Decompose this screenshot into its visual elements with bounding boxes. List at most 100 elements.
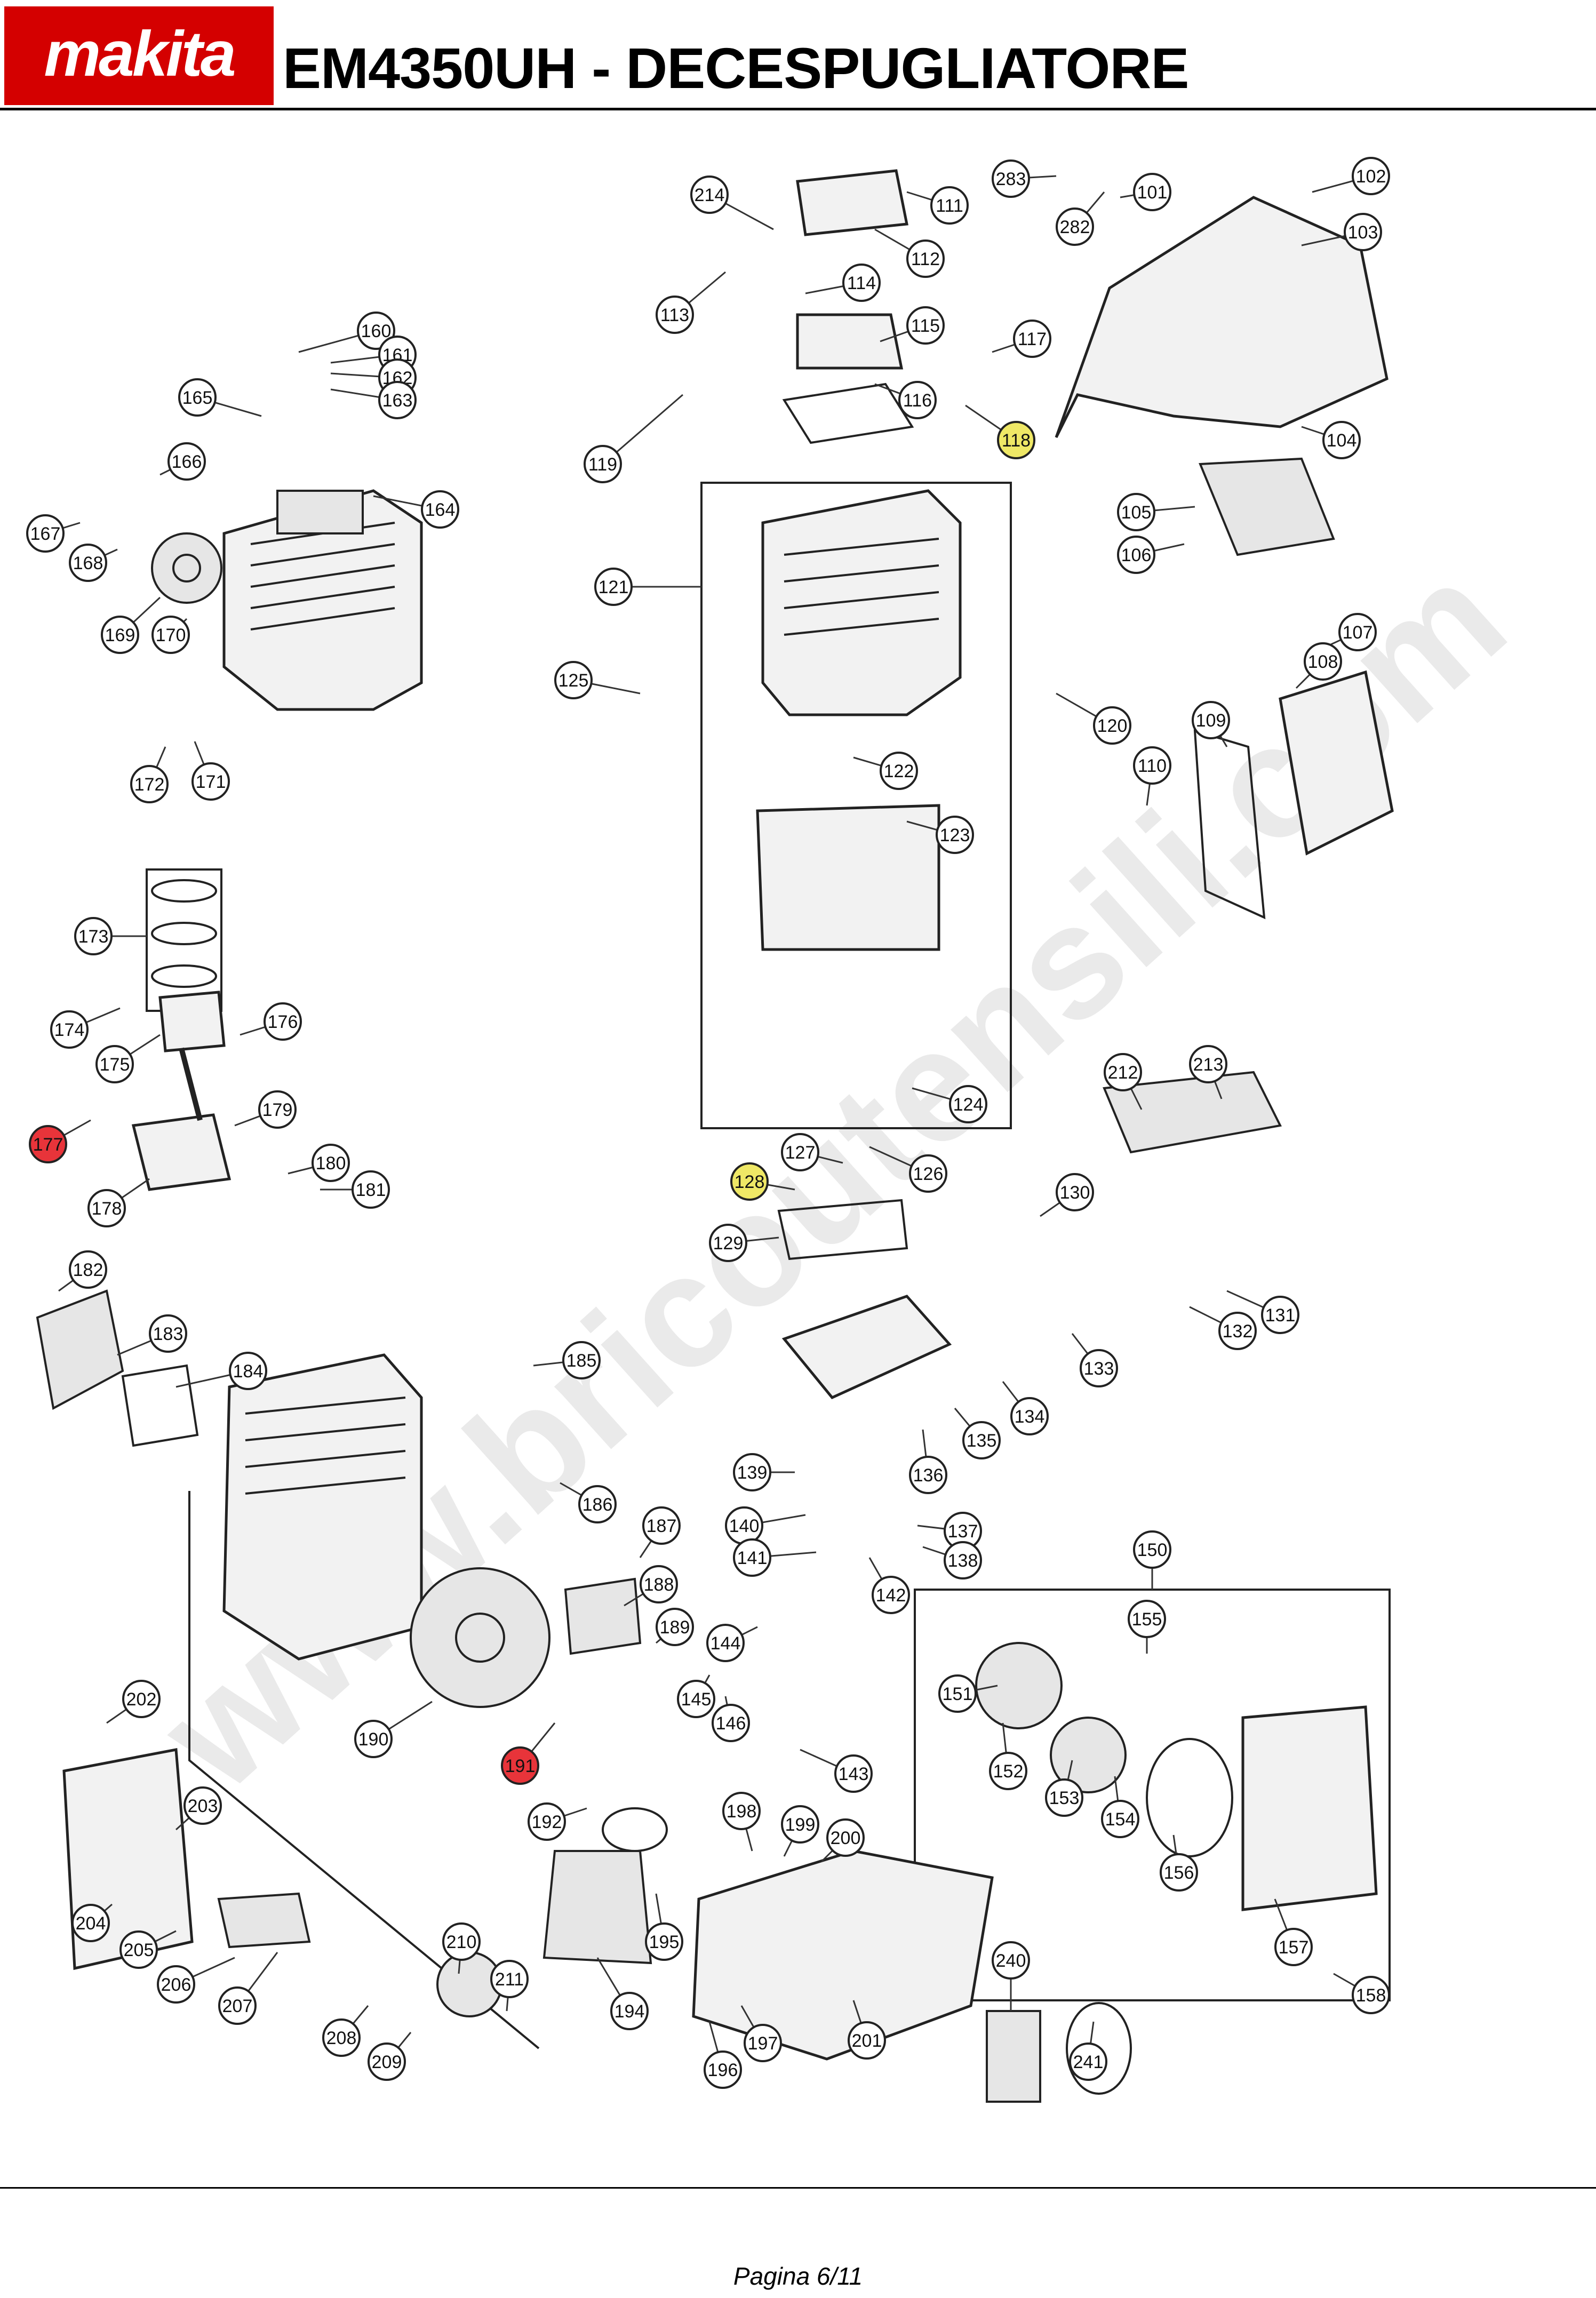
part-number-150: 150 (1137, 1540, 1168, 1560)
part-callout-199: 199 (781, 1805, 819, 1844)
flywheel (410, 1567, 550, 1708)
part-callout-208: 208 (322, 2018, 361, 2057)
exploded-parts-diagram: www.bricoutensili.com (26, 157, 1538, 2103)
part-number-185: 185 (566, 1351, 597, 1371)
header-rule (0, 108, 1596, 110)
part-number-156: 156 (1164, 1863, 1194, 1883)
part-callout-192: 192 (528, 1802, 566, 1841)
part-number-211: 211 (495, 1969, 524, 1990)
piston (158, 991, 226, 1052)
part-callout-198: 198 (722, 1792, 761, 1830)
part-callout-189: 189 (656, 1608, 694, 1646)
part-number-119: 119 (588, 454, 617, 475)
part-number-123: 123 (940, 825, 970, 845)
part-number-167: 167 (30, 524, 61, 544)
part-callout-146: 146 (712, 1704, 750, 1742)
part-number-143: 143 (839, 1764, 869, 1784)
part-number-199: 199 (785, 1815, 816, 1835)
part-callout-131: 131 (1261, 1296, 1299, 1334)
part-callout-197: 197 (744, 2024, 782, 2062)
part-number-188: 188 (644, 1575, 674, 1595)
part-callout-150: 150 (1133, 1530, 1171, 1569)
part-callout-170: 170 (151, 616, 190, 654)
part-callout-114: 114 (842, 264, 881, 302)
part-number-183: 183 (153, 1324, 183, 1344)
part-callout-153: 153 (1045, 1778, 1083, 1817)
part-number-158: 158 (1356, 1985, 1386, 2006)
page-title: EM4350UH - DECESPUGLIATORE (283, 36, 1189, 100)
part-callout-183: 183 (149, 1314, 187, 1353)
part-number-169: 169 (105, 625, 135, 645)
part-number-129: 129 (713, 1233, 744, 1254)
part-callout-166: 166 (167, 442, 206, 481)
part-callout-185: 185 (562, 1341, 601, 1379)
part-callout-205: 205 (119, 1930, 158, 1969)
part-number-157: 157 (1279, 1937, 1309, 1958)
part-callout-107: 107 (1338, 613, 1377, 651)
part-number-208: 208 (326, 2028, 357, 2048)
part-callout-138: 138 (944, 1541, 982, 1579)
part-number-153: 153 (1049, 1788, 1080, 1808)
part-callout-202: 202 (122, 1680, 161, 1718)
part-number-173: 173 (78, 927, 109, 947)
part-callout-195: 195 (645, 1922, 683, 1961)
part-callout-119: 119 (584, 445, 622, 483)
part-number-160: 160 (361, 321, 392, 341)
part-number-191: 191 (505, 1756, 536, 1776)
part-number-124: 124 (953, 1095, 984, 1115)
part-callout-115: 115 (906, 306, 945, 345)
part-callout-190: 190 (354, 1720, 393, 1758)
part-callout-210: 210 (442, 1922, 481, 1961)
part-callout-127: 127 (781, 1133, 819, 1171)
part-number-206: 206 (161, 1975, 191, 1995)
part-number-170: 170 (156, 625, 186, 645)
part-number-210: 210 (446, 1932, 477, 1952)
part-callout-207: 207 (218, 1986, 257, 2025)
part-callout-191: 191 (501, 1746, 539, 1785)
part-callout-241: 241 (1069, 2042, 1107, 2081)
part-callouts: 1011021031041051061071081091101111121131… (26, 157, 1390, 2089)
part-number-181: 181 (356, 1180, 386, 1200)
part-number-139: 139 (737, 1463, 768, 1483)
part-number-214: 214 (695, 185, 725, 205)
muffler (1279, 670, 1394, 856)
part-callout-139: 139 (733, 1453, 771, 1491)
part-callout-164: 164 (421, 490, 459, 529)
part-callout-204: 204 (71, 1904, 110, 1942)
part-number-110: 110 (1138, 756, 1167, 776)
part-number-200: 200 (831, 1828, 861, 1848)
part-callout-174: 174 (50, 1010, 89, 1049)
part-number-103: 103 (1348, 222, 1378, 243)
part-number-145: 145 (681, 1689, 712, 1710)
part-callout-158: 158 (1352, 1976, 1390, 2014)
part-number-184: 184 (233, 1361, 264, 1382)
part-callout-101: 101 (1133, 173, 1171, 211)
part-number-114: 114 (847, 273, 876, 293)
part-number-205: 205 (124, 1940, 154, 1960)
part-number-190: 190 (358, 1729, 389, 1750)
part-number-115: 115 (911, 316, 940, 336)
carburetor-cover (781, 1295, 952, 1400)
part-number-154: 154 (1105, 1809, 1136, 1830)
part-number-116: 116 (903, 390, 932, 411)
starter-pulley (975, 1642, 1063, 1729)
part-number-142: 142 (876, 1585, 906, 1606)
part-number-113: 113 (660, 305, 689, 325)
part-number-136: 136 (913, 1465, 944, 1486)
part-number-177: 177 (33, 1135, 63, 1155)
page-header: makita EM4350UH - DECESPUGLIATORE (0, 0, 1596, 115)
part-callout-175: 175 (95, 1045, 134, 1083)
part-number-112: 112 (911, 249, 940, 269)
part-number-118: 118 (1002, 430, 1031, 451)
part-number-125: 125 (558, 671, 589, 691)
part-callout-135: 135 (962, 1421, 1001, 1459)
part-callout-126: 126 (909, 1154, 947, 1193)
part-callout-121: 121 (594, 568, 633, 606)
part-number-144: 144 (711, 1633, 741, 1654)
part-callout-181: 181 (352, 1170, 390, 1209)
part-number-212: 212 (1108, 1063, 1138, 1083)
part-number-105: 105 (1121, 502, 1152, 523)
part-callout-125: 125 (554, 661, 593, 699)
part-callout-186: 186 (578, 1485, 617, 1523)
engine-block-upper (222, 489, 423, 711)
